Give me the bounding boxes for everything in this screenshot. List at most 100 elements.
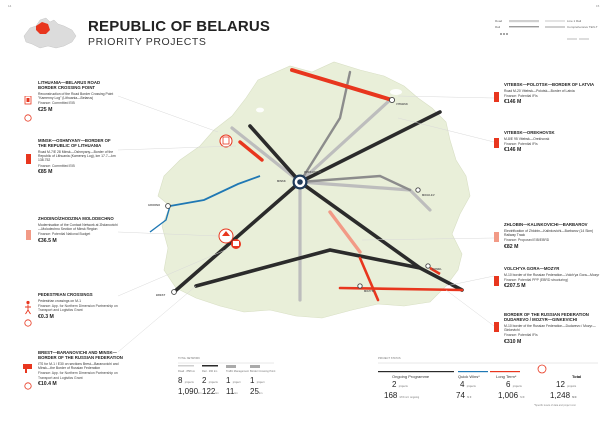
project-finance: Finance: Committed EIB: [38, 163, 75, 168]
project-title: BREST—BARANOVICHI AND MINSK—BORDER OF TH…: [38, 350, 123, 360]
network-rail-km: 122km: [202, 387, 219, 396]
project-title: LITHUANIA—BELARUS ROAD BORDER CROSSING P…: [38, 80, 101, 90]
project-finance: Finance: Potential IFIs: [504, 333, 538, 338]
city-mozyr-marker: [357, 283, 363, 289]
network-road-label: Road · 858 km: [178, 370, 196, 373]
network-caption: TOTAL NETWORK: [178, 357, 200, 360]
city-vitebsk-marker: [388, 96, 396, 104]
status-quickwins-money: 74 M €: [456, 391, 472, 400]
network-traffic-km: 11km: [226, 387, 238, 396]
project-amount: €10.4 M: [38, 380, 57, 387]
status-quickwins-label: Quick Wins*: [458, 374, 480, 379]
project-title: ZHODINO/ZHODZINA MOLODECHNO: [38, 216, 114, 221]
pedestrian-icon: [24, 300, 32, 327]
project-desc: Road M-20 Vitebsk—Polotsk—Border of Latv…: [504, 88, 575, 93]
network-border-label: Border Crossing Point: [250, 370, 276, 373]
rail-lithuania-minsk: [248, 124, 302, 184]
road-border-icon: [24, 96, 32, 122]
city-label-mogilev: MOGILEV: [422, 194, 435, 197]
network-traffic-label: Traffic Management: [226, 370, 249, 373]
project-finance: Finance: Potential National Budget: [38, 232, 91, 237]
project-desc: Electrification of Zhlobin—Kalinkovichi—…: [504, 228, 594, 237]
page-number-right: 15: [596, 4, 600, 8]
stats-footnote: *Specific levels of data and project cos…: [534, 404, 576, 407]
legend-road-label: Road: [495, 19, 503, 23]
status-longterm-count: 6 projects: [506, 380, 522, 389]
road-icon: [494, 138, 499, 148]
project-desc: Road M-7/E 28 Minsk—Oshmyany—Border of t…: [38, 149, 116, 162]
rail-icon: [26, 230, 31, 240]
project-title: PEDESTRIAN CROSSINGS: [38, 292, 93, 297]
project-desc: Modernisation of the Contact Network at …: [38, 222, 118, 231]
project-minsk-oshmyany: [238, 140, 264, 162]
network-road-count: 8 projects: [178, 376, 194, 385]
status-total-label: Total: [572, 374, 582, 379]
project-finance: Finance: Potential IFIs: [504, 94, 538, 99]
project-amount: €25 M: [38, 106, 53, 113]
project-zhlobin-kalinkovichi: [328, 210, 362, 254]
status-longterm-label: Long Term*: [496, 374, 517, 379]
project-amount: €146 M: [504, 147, 522, 154]
project-block-dudarevo: BORDER OF THE RUSSIAN FEDERATION DUDAREV…: [504, 312, 604, 345]
project-finance: Finance: Potential PPP (EBRD structuring…: [504, 278, 569, 283]
road-lithuania-minsk: [230, 126, 302, 184]
city-label-mozyr: MOZYR: [364, 290, 374, 293]
network-rail-label: Rail · 260 km: [202, 370, 218, 373]
project-desc: ITS for M-1 / E30 on sections Brest—Bara…: [38, 361, 119, 370]
network-border-km: 25km: [250, 387, 263, 396]
project-finance: Finance: Potential IFIs: [504, 142, 538, 147]
network-border-count: 1 project: [250, 376, 265, 385]
city-label-minsk: MINSK: [277, 180, 286, 183]
project-block-minsk-oshmyany: MINSK—OSHMYANY—BORDER OF THE REPUBLIC OF…: [38, 138, 118, 175]
road-minsk-mogilev-alt: [298, 174, 412, 192]
project-amount: €310 M: [504, 338, 522, 345]
project-block-vitebsk-orekhovsk: VITEBSK—OREKHOVSK M-8/E 95 Vitebsk—Orekh…: [504, 130, 604, 153]
blue-road-grodno: [169, 175, 261, 207]
road-minsk-vitebsk: [298, 98, 392, 184]
status-ongoing-money: 168 M € incl. ongoing: [384, 391, 420, 400]
network-traffic-count: 1 project: [226, 376, 241, 385]
project-finance: Finance: Proposed EIB/EBRD: [504, 238, 550, 243]
status-total-money: 1,248 M €: [550, 391, 577, 400]
legend-rail-label: Rail: [495, 25, 501, 29]
project-title: VOLCH'YA GORA—MOZYR: [504, 266, 560, 271]
rail-icon: [494, 232, 499, 242]
legend-tent-label: Comprehensive TEN-T: [567, 25, 598, 29]
project-desc: Reconstruction of the Road Border Crossi…: [38, 91, 114, 100]
project-block-zhodino: ZHODINO/ZHODZINA MOLODECHNO Modernisatio…: [38, 216, 118, 244]
project-block-lithuania-border: LITHUANIA—BELARUS ROAD BORDER CROSSING P…: [38, 80, 118, 113]
road-icon: [494, 322, 499, 332]
city-label-orekhovsk: OREKHOVSK: [304, 171, 322, 174]
map-legend: Road Rail Line 1 Rail Comprehensive TEN-…: [495, 16, 598, 46]
city-gomel-marker: [425, 263, 431, 269]
road-icon: [494, 276, 499, 286]
city-label-grodno: GRODNO: [148, 204, 161, 207]
network-rail-count: 2 projects: [202, 376, 218, 385]
status-longterm-money: 1,006 M €: [498, 391, 525, 400]
project-title: VITEBSK—POLOTSK—BORDER OF LATVIA: [504, 82, 595, 87]
project-block-brest-baranovichi: BREST—BARANOVICHI AND MINSK—BORDER OF TH…: [38, 350, 124, 387]
project-block-vitebsk-polotsk: VITEBSK—POLOTSK—BORDER OF LATVIA Road M-…: [504, 82, 604, 105]
legend-line1-label: Line 1 Rail: [567, 19, 582, 23]
rail-east-west-south: [194, 248, 422, 288]
locator-map: [23, 17, 77, 49]
project-mozyr-ginkevichi: [358, 256, 380, 302]
status-quickwins-count: 4 projects: [460, 380, 476, 389]
project-block-volchya-gora: VOLCH'YA GORA—MOZYR M-10 border of the R…: [504, 266, 604, 289]
project-vitebsk-polotsk: [290, 68, 394, 102]
city-label-brest: BREST: [156, 294, 166, 297]
status-ongoing-label: Ongoing Programme: [392, 374, 430, 379]
status-caption: PROJECT STATUS: [378, 357, 401, 360]
blue-road-grodno-south: [149, 205, 171, 233]
project-finance: Finance: App. for Northern Dimension Par…: [38, 304, 118, 313]
project-amount: €0.3 M: [38, 313, 54, 320]
city-mogilev-marker: [415, 187, 421, 193]
project-block-pedestrian: PEDESTRIAN CROSSINGS Pedestrian crossing…: [38, 292, 118, 320]
project-title: MINSK—OSHMYANY—BORDER OF THE REPUBLIC OF…: [38, 138, 111, 148]
project-amount: €207.5 M: [504, 283, 526, 290]
page-number-left: 14: [8, 4, 12, 8]
city-minsk-core: [297, 179, 303, 185]
page-title: REPUBLIC OF BELARUS: [88, 18, 271, 35]
road-icon: [26, 154, 31, 164]
